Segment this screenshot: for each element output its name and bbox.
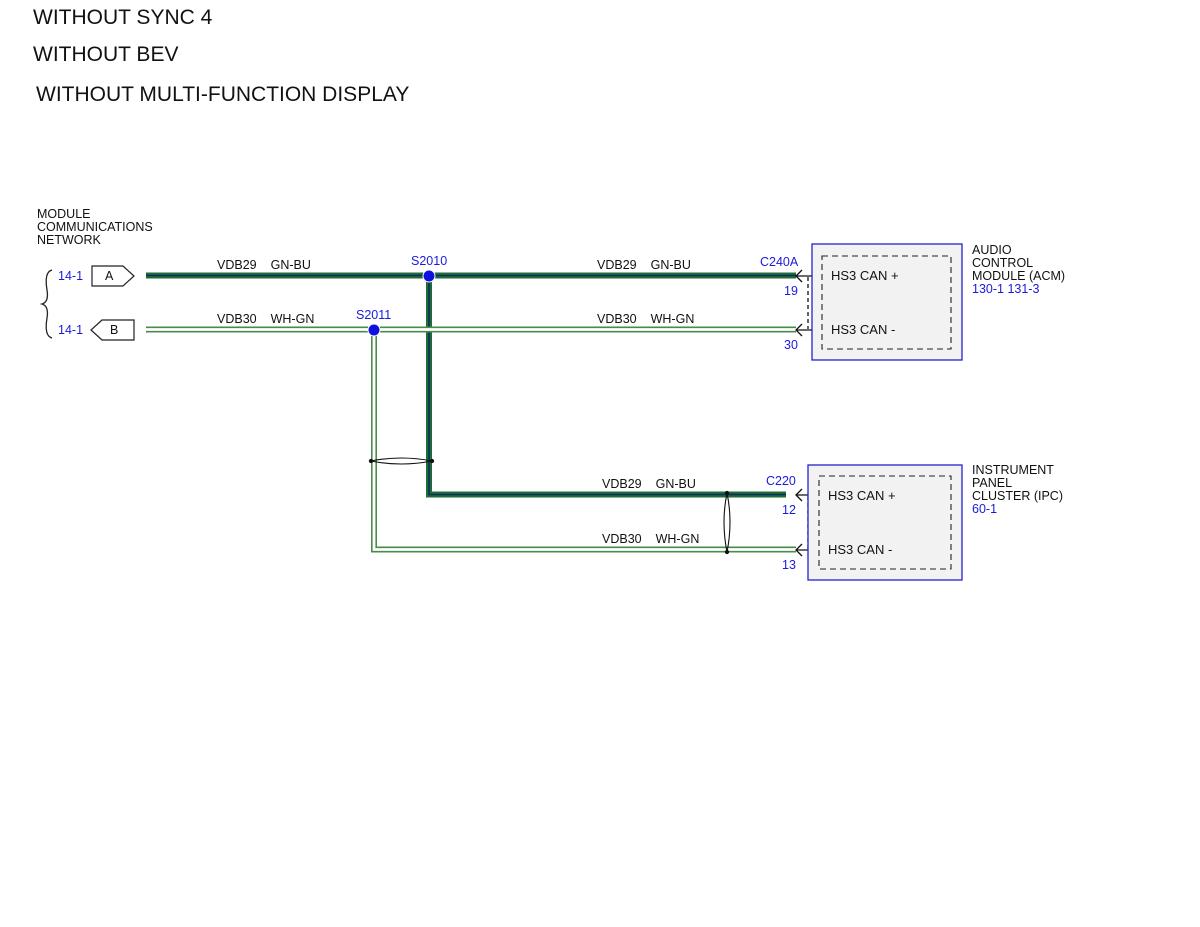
splice-s2010-dot <box>422 269 436 283</box>
ipc-signal-can-minus: HS3 CAN - <box>828 542 893 557</box>
ipc-signal-can-plus: HS3 CAN + <box>828 488 896 503</box>
acm-inner-box <box>821 255 952 350</box>
acm-pin-30: 30 <box>784 338 798 352</box>
wire-can-hi <box>146 272 796 498</box>
splice-s2010-label: S2010 <box>411 254 448 268</box>
ipc-inner-box <box>818 475 952 570</box>
twist-symbol-vertical-pair <box>368 457 435 465</box>
connector-b-letter: B <box>110 323 119 337</box>
heading-sync4: WITHOUT SYNC 4 <box>33 6 213 29</box>
acm-module-name: AUDIO CONTROL MODULE (ACM) 130-1 131-3 <box>972 243 1066 296</box>
acm-module-refs: 130-1 131-3 <box>972 282 1040 296</box>
wire-can-lo <box>146 326 796 553</box>
acm-connector-label: C240A <box>760 255 799 269</box>
ipc-pin-12: 12 <box>782 503 796 517</box>
splice-s2011-dot <box>367 323 381 337</box>
heading-mfd: WITHOUT MULTI-FUNCTION DISPLAY <box>36 83 410 106</box>
heading-bev: WITHOUT BEV <box>33 43 179 66</box>
acm-signal-can-minus: HS3 CAN - <box>831 322 896 337</box>
splice-s2011-label: S2011 <box>356 308 392 322</box>
acm-pin-19: 19 <box>784 284 798 298</box>
connector-b-shape <box>90 319 135 341</box>
connector-a-shape <box>91 265 135 287</box>
network-label: MODULE COMMUNICATIONS NETWORK <box>37 207 153 247</box>
connector-a-ref: 14-1 <box>58 269 84 283</box>
connector-b-ref: 14-1 <box>58 323 84 337</box>
ipc-pin-13: 13 <box>782 558 796 572</box>
connector-a-letter: A <box>105 269 114 283</box>
network-brace <box>39 269 53 339</box>
ipc-module-refs: 60-1 <box>972 502 998 516</box>
ipc-box <box>807 464 963 581</box>
ipc-module-name: INSTRUMENT PANEL CLUSTER (IPC) 60-1 <box>972 463 1063 516</box>
acm-box <box>811 243 963 361</box>
twist-symbol-horizontal-pair <box>723 490 731 555</box>
acm-signal-can-plus: HS3 CAN + <box>831 268 899 283</box>
ipc-connector-label: C220 <box>766 474 796 488</box>
